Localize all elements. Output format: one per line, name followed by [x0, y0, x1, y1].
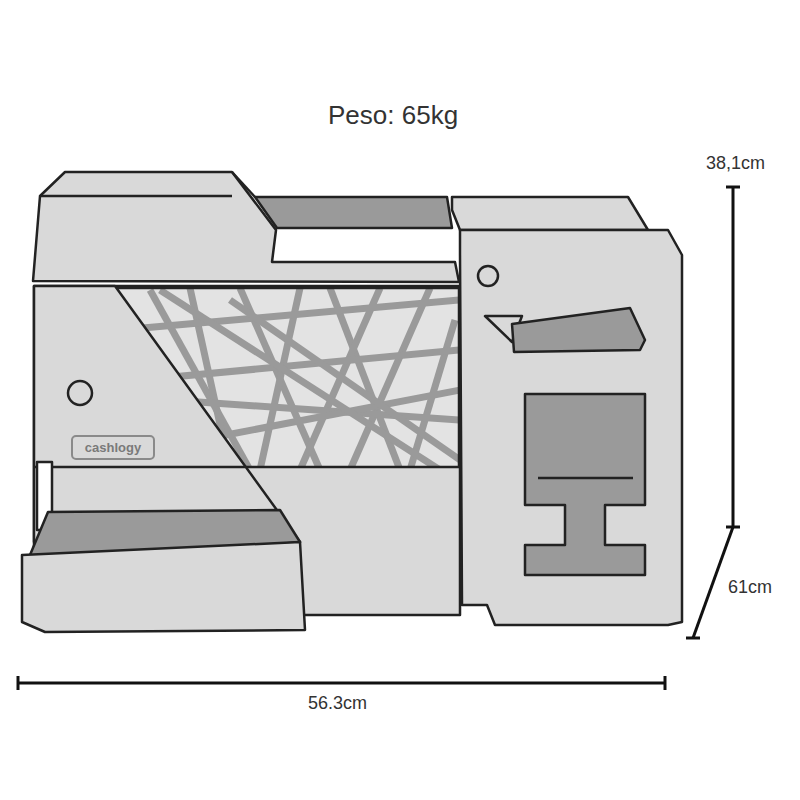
note-slot	[512, 308, 645, 352]
top-recess	[255, 197, 452, 228]
cash-box	[525, 394, 645, 575]
depth-dimension: 61cm	[728, 577, 772, 598]
height-dimension: 38,1cm	[706, 153, 765, 174]
front-panel	[34, 286, 300, 542]
lock	[68, 381, 92, 405]
lock	[478, 266, 498, 286]
dimension-lines	[18, 187, 740, 690]
logo-badge: cashlogy	[71, 435, 155, 460]
width-dimension: 56.3cm	[308, 693, 367, 714]
right-panel	[460, 230, 682, 625]
tray-front	[22, 542, 305, 632]
top-lid	[33, 172, 459, 282]
logo-text: cashlogy	[85, 440, 141, 455]
right-top	[452, 197, 648, 230]
weight-title: Peso: 65kg	[328, 100, 458, 131]
